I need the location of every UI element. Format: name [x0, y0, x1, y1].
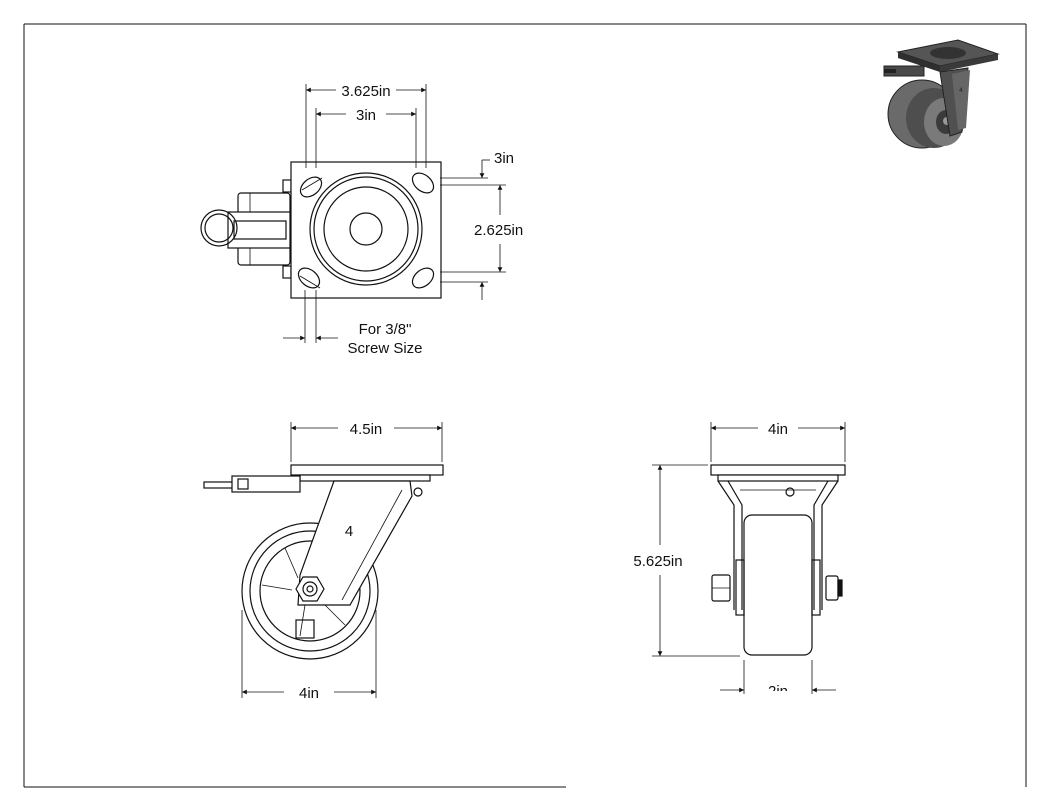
- side-brake-lever: [203, 475, 301, 493]
- dim-label-wheel-diameter: 4in: [299, 685, 319, 702]
- side-view: 4 4.5in 4in: [203, 421, 444, 702]
- dim-front-plate-width: 4in: [710, 421, 846, 462]
- brake-assembly: [200, 179, 292, 279]
- front-view: 4in 5.625in 2in: [633, 421, 846, 700]
- front-wheel: [735, 514, 821, 656]
- dim-wheel-diameter: 4in: [241, 610, 377, 702]
- side-mounting-plate: [290, 464, 444, 476]
- dim-label-overall-height: 5.625in: [633, 553, 682, 570]
- svg-text:4: 4: [959, 87, 963, 94]
- mounting-plate: [290, 161, 442, 299]
- side-axle-nut: [295, 576, 325, 602]
- dim-top-plate-width: 3.625in: [305, 83, 427, 168]
- dim-label-front-plate-width: 4in: [768, 421, 788, 438]
- dim-overall-height: 5.625in: [633, 464, 740, 657]
- dim-label-plate-width: 3.625in: [341, 83, 390, 100]
- top-view: 3.625in 3in 2.625in 3in: [200, 83, 523, 357]
- dim-hole-size: For 3/8" Screw Size: [283, 290, 423, 357]
- dim-label-plate-length: 3in: [494, 150, 514, 167]
- dim-top-plate-length: 3in: [440, 150, 514, 300]
- hole-note-line2: Screw Size: [347, 340, 422, 357]
- front-yoke: [717, 480, 839, 610]
- yoke-mark: 4: [345, 523, 353, 540]
- mounting-slot-holes: [297, 172, 435, 289]
- dim-top-bolt-width: 3in: [315, 107, 417, 168]
- dim-wheel-width: 2in: [720, 660, 836, 700]
- dim-side-plate-width: 4.5in: [290, 421, 443, 462]
- dim-label-wheel-width: 2in: [768, 683, 788, 700]
- front-axle: [711, 574, 843, 602]
- dim-label-bolt-width: 3in: [356, 107, 376, 124]
- dim-label-bolt-length: 2.625in: [474, 222, 523, 239]
- dim-top-bolt-length: 2.625in: [440, 184, 523, 273]
- swivel-raceway: [309, 172, 423, 286]
- isometric-caster-render: 4: [883, 39, 1000, 149]
- sheet-border: [23, 23, 1027, 788]
- dim-label-side-plate-width: 4.5in: [350, 421, 383, 438]
- side-yoke: 4: [297, 480, 423, 606]
- front-mounting-plate: [710, 464, 846, 476]
- hole-note-line1: For 3/8": [359, 321, 412, 338]
